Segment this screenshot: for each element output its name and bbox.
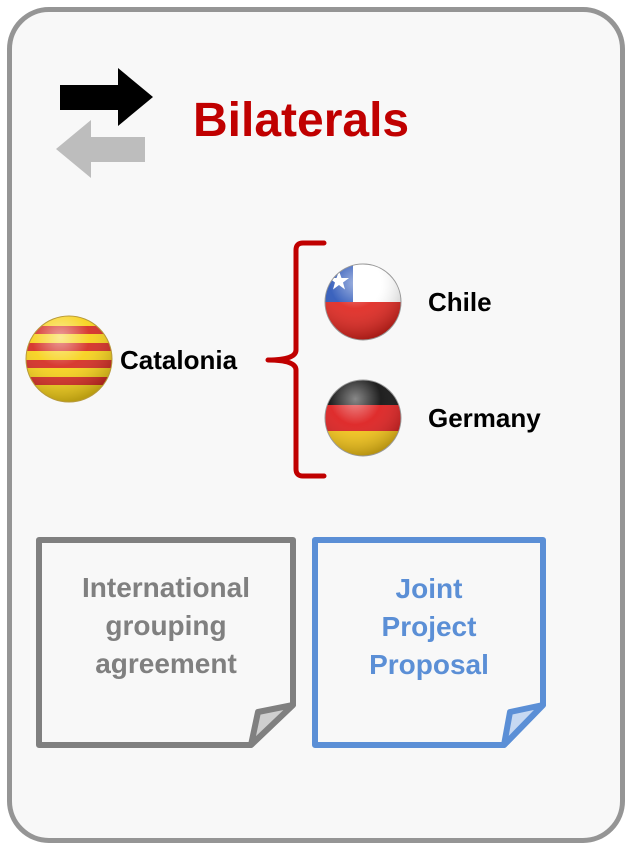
joint-project-proposal-document <box>312 537 546 748</box>
right-document-text: Joint Project Proposal <box>316 570 542 684</box>
right-doc-line-3: Proposal <box>369 649 489 680</box>
exchange-arrows-icon <box>56 68 153 178</box>
chile-flag-icon <box>324 263 402 341</box>
page-title: Bilaterals <box>193 94 410 147</box>
left-document-text: International grouping agreement <box>40 569 292 683</box>
germany-label: Germany <box>428 403 541 433</box>
left-doc-line-1: International <box>81 572 250 603</box>
germany-flag-icon <box>324 379 402 457</box>
chile-label: Chile <box>428 287 492 317</box>
left-doc-line-3: agreement <box>95 648 237 679</box>
catalonia-flag-icon <box>25 315 113 403</box>
left-doc-line-2: grouping <box>105 610 227 641</box>
right-doc-line-1: Joint <box>395 573 463 604</box>
brace <box>265 240 327 479</box>
right-doc-line-2: Project <box>381 611 477 642</box>
international-grouping-agreement-document <box>36 537 296 748</box>
catalonia-label: Catalonia <box>120 345 238 375</box>
